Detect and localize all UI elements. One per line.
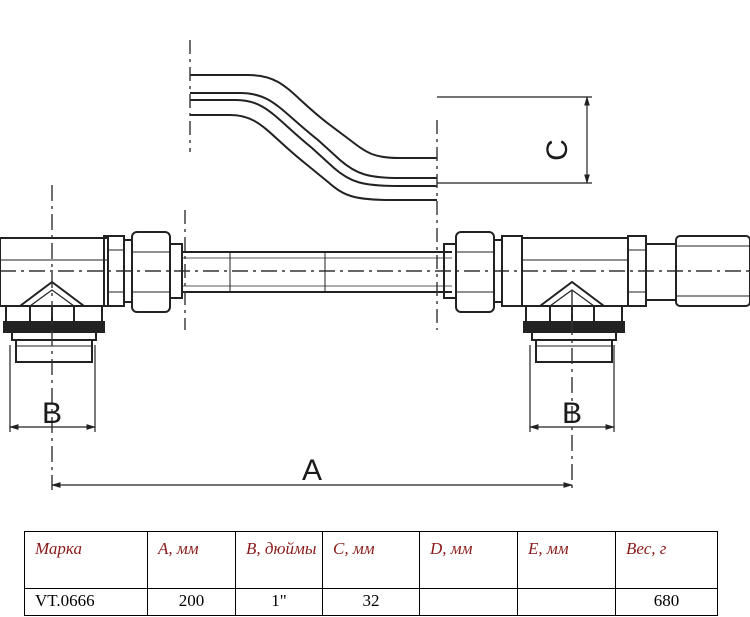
header-brand: Марка — [24, 531, 148, 589]
specifications-table: Марка A, мм B, дюймы C, мм D, мм E, мм В… — [24, 531, 718, 616]
side-view-centerlines — [189, 40, 438, 225]
dimension-b-left — [9, 345, 96, 432]
header-b: B, дюймы — [235, 531, 323, 589]
table-row: VT.0666 200 1" 32 680 — [24, 588, 718, 616]
header-a: A, мм — [147, 531, 236, 589]
fitting-technical-drawing: C — [0, 40, 750, 490]
cell-d — [419, 588, 518, 616]
header-weight: Вес, г — [615, 531, 718, 589]
header-c: C, мм — [322, 531, 420, 589]
cell-brand: VT.0666 — [24, 588, 148, 616]
outlet-centerlines — [51, 185, 573, 490]
cell-a: 200 — [147, 588, 236, 616]
pipe-break-lines — [184, 210, 438, 330]
table-header-row: Марка A, мм B, дюймы C, мм D, мм E, мм В… — [24, 531, 718, 589]
offset-pipe-side-view — [190, 74, 437, 201]
dimension-c — [437, 96, 592, 184]
header-e: E, мм — [517, 531, 616, 589]
cell-c: 32 — [322, 588, 420, 616]
dimension-c-label: C — [541, 139, 574, 161]
cell-e — [517, 588, 616, 616]
dimension-a-label: A — [302, 454, 322, 487]
connecting-pipe — [182, 251, 452, 293]
dimension-b-right — [529, 345, 615, 432]
dimension-b-right-label: B — [562, 397, 582, 430]
left-tee-fitting — [0, 231, 183, 363]
header-d: D, мм — [419, 531, 518, 589]
cell-weight: 680 — [615, 588, 718, 616]
right-tee-fitting — [443, 231, 750, 363]
dimension-b-left-label: B — [42, 397, 62, 430]
cell-b: 1" — [235, 588, 323, 616]
